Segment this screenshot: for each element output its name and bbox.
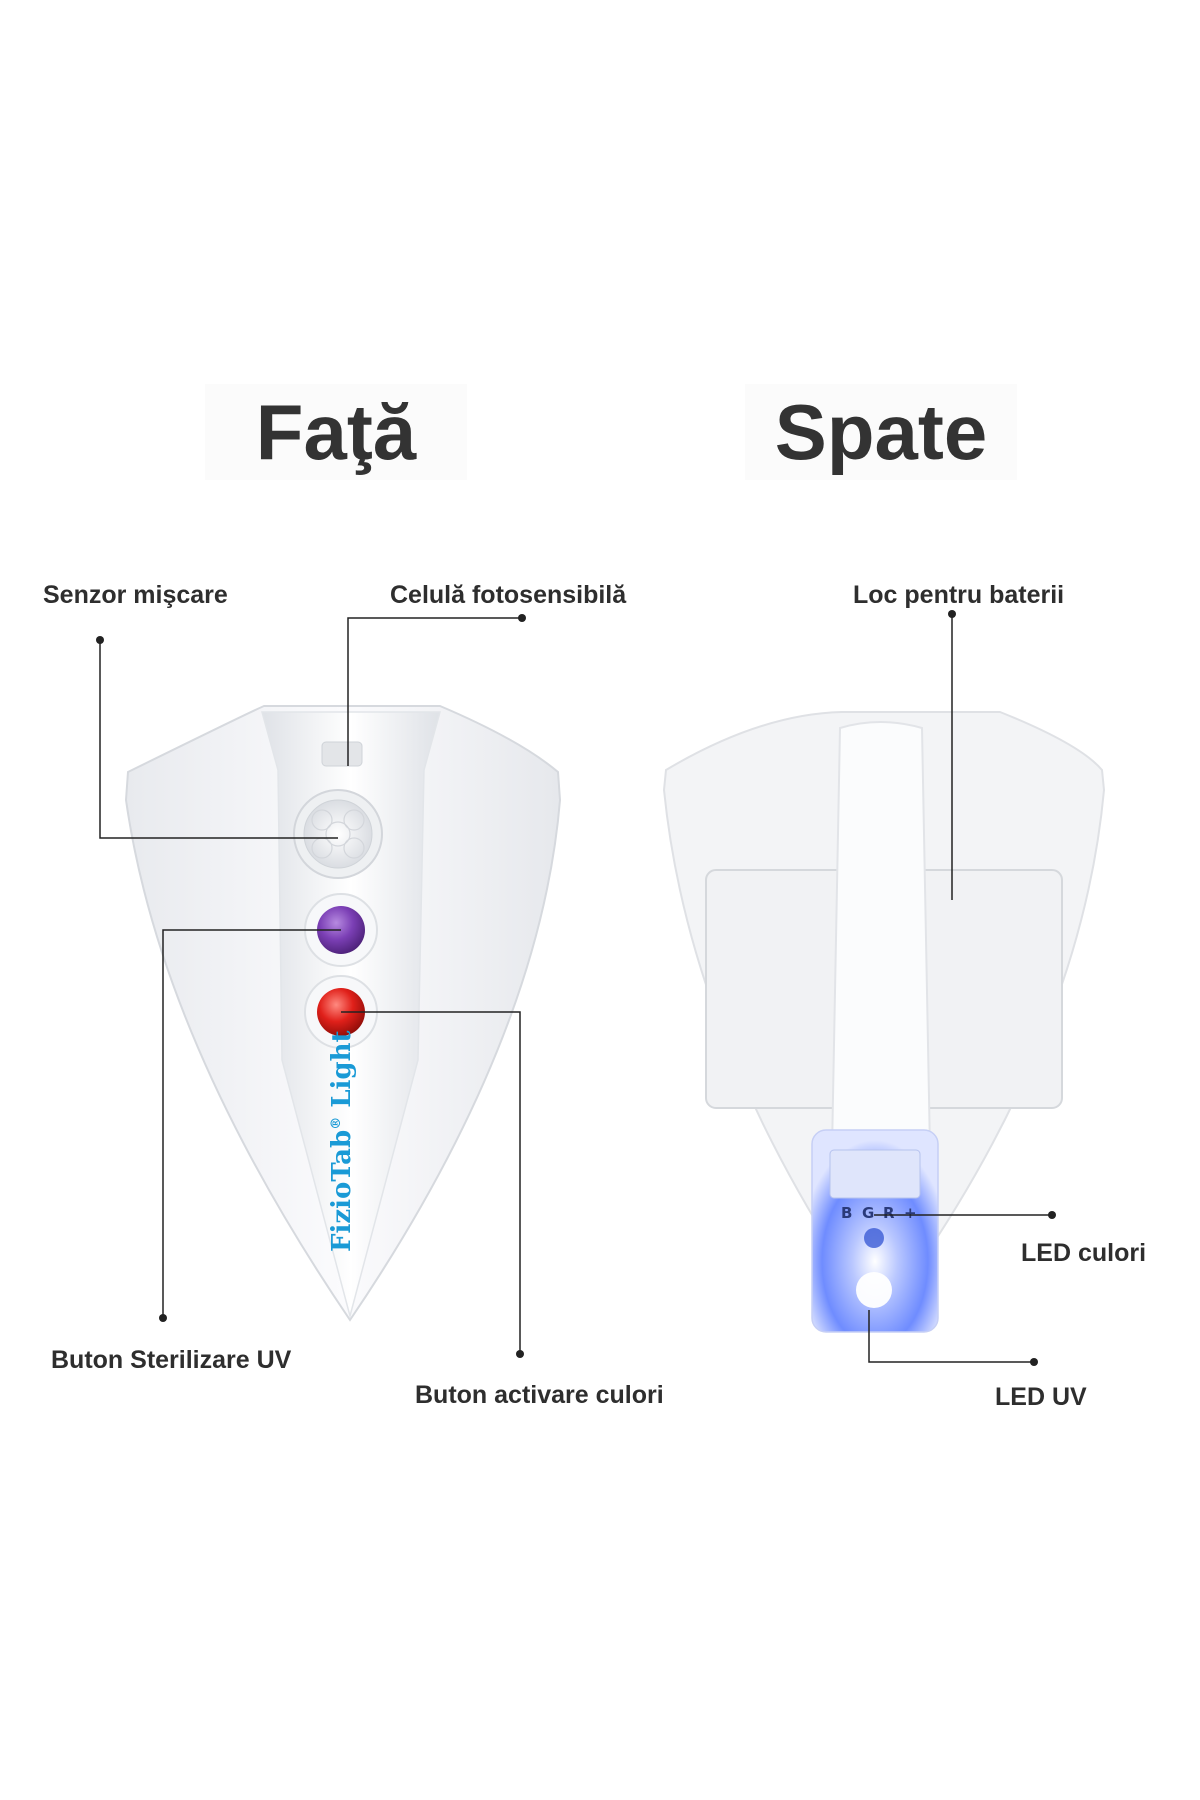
color-led [864, 1228, 884, 1248]
pcb-marks: B G R + [841, 1204, 917, 1222]
leader-lines [99, 614, 1052, 1363]
brand-logo: FizioTab® Light [327, 1030, 357, 1252]
leader-photo-cell [347, 617, 522, 766]
svg-text:G: G [862, 1204, 874, 1222]
leader-dots [96, 610, 1056, 1366]
back-device: B G R + [662, 711, 1106, 1333]
label-color-led: LED culori [1021, 1239, 1147, 1267]
photo-cell-window [321, 741, 363, 767]
front-device: FizioTab® Light [124, 705, 562, 1322]
leader-motion-sensor [99, 640, 338, 839]
label-color-button: Buton activare culori [415, 1381, 664, 1409]
hanging-arm [830, 721, 932, 1151]
leader-uv-led [868, 1310, 1034, 1363]
label-uv-button: Buton Sterilizare UV [51, 1346, 292, 1374]
svg-text:+: + [904, 1204, 917, 1222]
front-heading: Faţă [205, 384, 467, 480]
uv-led [856, 1272, 892, 1308]
label-battery-slot: Loc pentru baterii [853, 581, 1065, 609]
label-uv-led: LED UV [995, 1383, 1087, 1411]
svg-text:B: B [841, 1204, 852, 1222]
back-heading: Spate [745, 384, 1017, 480]
svg-text:R: R [883, 1204, 895, 1222]
motion-sensor-lens [303, 799, 373, 869]
leader-color-button [341, 1011, 521, 1354]
label-photo-cell: Celulă fotosensibilă [390, 581, 627, 609]
led-module-cap [829, 1149, 921, 1199]
leader-uv-button [162, 929, 341, 1318]
label-motion-sensor: Senzor mişcare [43, 581, 228, 609]
